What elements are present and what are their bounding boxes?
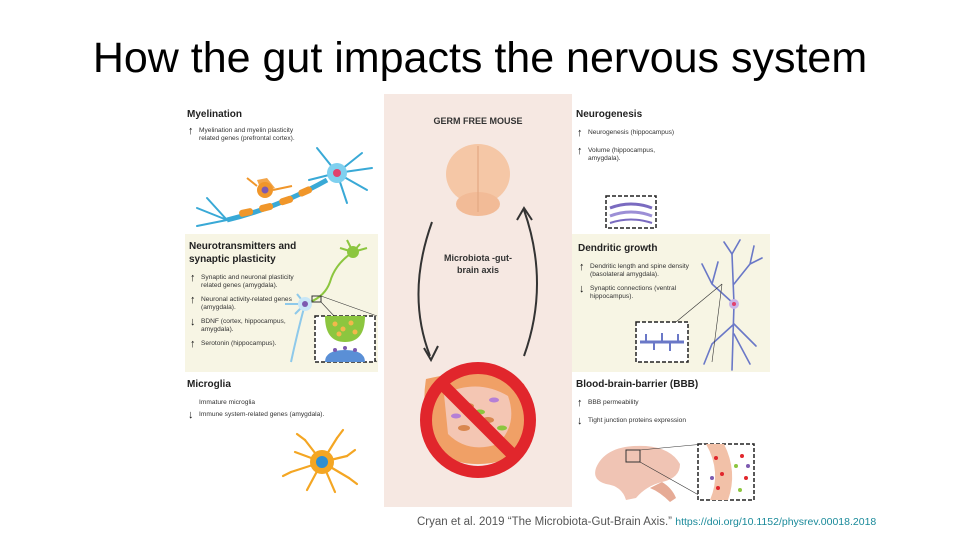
microbiota-gut-brain-axis-label: Microbiota -gut-brain axis	[444, 253, 512, 275]
dendritic-neuron-illustration	[635, 239, 763, 371]
down-arrow-icon: ↓	[188, 409, 194, 421]
up-arrow-icon: ↑	[577, 145, 583, 157]
neurotransmitters-item: ↓ BDNF (cortex, hippocampus, amygdala).	[190, 316, 286, 334]
up-arrow-icon: ↑	[577, 397, 583, 409]
brain-bbb-illustration	[595, 443, 755, 502]
slide-title: How the gut impacts the nervous system	[92, 34, 868, 82]
up-arrow-icon: ↑	[190, 272, 196, 284]
dendritic-growth-title: Dendritic growth	[578, 243, 658, 254]
neurotransmitters-item: ↑ Neuronal activity-related genes (amygd…	[190, 294, 292, 312]
bbb-item: ↓ Tight junction proteins expression	[577, 415, 686, 427]
citation: Cryan et al. 2019 “The Microbiota-Gut-Br…	[417, 516, 876, 528]
germ-free-mouse-heading: GERM FREE MOUSE	[433, 116, 523, 126]
down-arrow-icon: ↓	[190, 316, 196, 328]
doi-link[interactable]: https://doi.org/10.1152/physrev.00018.20…	[675, 516, 877, 528]
myelinated-neuron-illustration	[196, 147, 373, 227]
bbb-panel: Blood-brain-barrier (BBB) ↑ BBB permeabi…	[576, 378, 766, 508]
dendritic-item: ↓ Synaptic connections (ventral hippocam…	[579, 283, 677, 301]
myelination-item: ↑ Myelination and myelin plasticity rela…	[188, 125, 295, 143]
microglia-item: Immature microglia	[199, 399, 256, 406]
dendritic-growth-panel: Dendritic growth ↑ Dendritic length and …	[572, 234, 770, 372]
neurogenesis-title: Neurogenesis	[576, 109, 643, 120]
microglia-title: Microglia	[187, 379, 231, 390]
synapse-neuron-illustration	[285, 239, 378, 363]
bbb-item: ↑ BBB permeability	[577, 397, 639, 409]
up-arrow-icon: ↑	[190, 338, 196, 350]
microglia-panel: Microglia Immature microglia ↓ Immune sy…	[187, 378, 377, 508]
neurogenesis-item: ↑ Neurogenesis (hippocampus)	[577, 127, 675, 139]
germ-free-mouse-panel: GERM FREE MOUSE Microbiota -gut-brain ax…	[384, 94, 572, 507]
microglia-item: ↓ Immune system-related genes (amygdala)…	[188, 409, 325, 421]
gut-brain-axis-illustration	[417, 144, 538, 478]
down-arrow-icon: ↓	[577, 415, 583, 427]
neurotransmitters-item: ↑ Serotonin (hippocampus).	[190, 338, 277, 350]
down-arrow-icon: ↓	[579, 283, 585, 295]
dendritic-item: ↑ Dendritic length and spine density (ba…	[579, 261, 689, 279]
myelination-panel: Myelination ↑ Myelination and myelin pla…	[187, 108, 377, 232]
bbb-title: Blood-brain-barrier (BBB)	[576, 379, 699, 390]
up-arrow-icon: ↑	[579, 261, 585, 273]
microglia-cell-illustration	[281, 428, 359, 494]
neurotransmitters-title: Neurotransmitters and synaptic plasticit…	[189, 241, 297, 265]
myelination-title: Myelination	[187, 109, 243, 120]
up-arrow-icon: ↑	[188, 125, 194, 137]
up-arrow-icon: ↑	[190, 294, 196, 306]
up-arrow-icon: ↑	[577, 127, 583, 139]
neurogenesis-panel: Neurogenesis ↑ Neurogenesis (hippocampus…	[576, 108, 766, 232]
citation-text: Cryan et al. 2019 “The Microbiota-Gut-Br…	[417, 516, 673, 528]
neurotransmitters-item: ↑ Synaptic and neuronal plasticity relat…	[190, 272, 294, 290]
hippocampus-illustration	[605, 195, 657, 229]
neurotransmitters-panel: Neurotransmitters and synaptic plasticit…	[185, 234, 378, 372]
neurogenesis-item: ↑ Volume (hippocampus, amygdala).	[577, 145, 656, 163]
